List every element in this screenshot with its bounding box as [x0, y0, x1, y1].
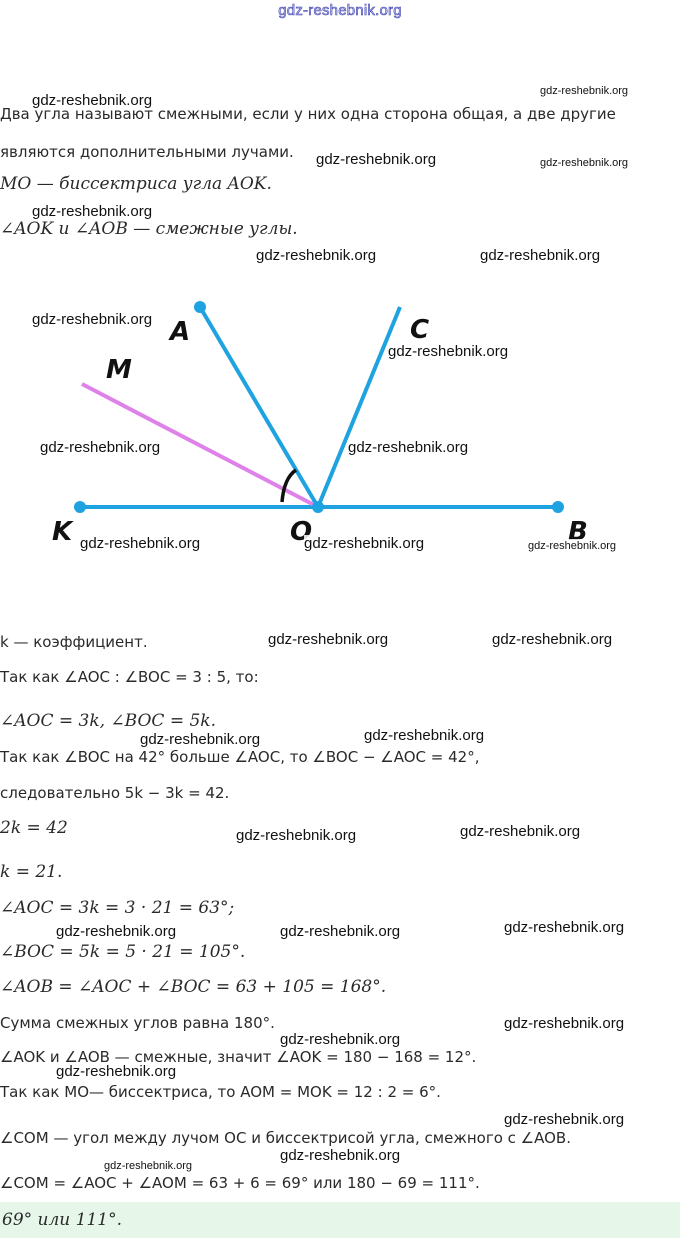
- label-M: M: [106, 355, 132, 385]
- watermark: gdz-reshebnik.org: [388, 343, 509, 361]
- watermark: gdz-reshebnik.org: [32, 203, 153, 221]
- watermark: gdz-reshebnik.org: [504, 1015, 625, 1033]
- label-K: K: [52, 517, 74, 547]
- solution-line-12: ∠AOK и ∠AOB — смежные, значит ∠AOK = 180…: [0, 1048, 477, 1066]
- angle-diagram: A C M K O B: [52, 301, 588, 547]
- watermark: gdz-reshebnik.org: [40, 439, 161, 457]
- angle-arc: [280, 468, 298, 503]
- bisector-statement: MO — биссектриса угла AOK.: [0, 174, 272, 194]
- label-C: C: [410, 315, 429, 345]
- answer-panel: 69° или 111°.: [0, 1202, 680, 1238]
- watermark: gdz-reshebnik.org: [316, 151, 437, 169]
- ray-OC: [316, 306, 402, 508]
- watermark: gdz-reshebnik.org: [280, 923, 401, 941]
- point-K: [74, 501, 86, 513]
- watermark: gdz-reshebnik.org: [540, 84, 629, 98]
- solution-line-7: k = 21.: [0, 862, 63, 882]
- definition-line-1: Два угла называют смежными, если у них о…: [0, 105, 616, 123]
- solution-line-9: ∠BOC = 5k = 5 · 21 = 105°.: [0, 942, 246, 962]
- solution-line-5: следовательно 5k − 3k = 42.: [0, 784, 230, 802]
- watermark: gdz-reshebnik.org: [32, 311, 153, 329]
- answer-text: 69° или 111°.: [2, 1210, 123, 1230]
- watermark: gdz-reshebnik.org: [304, 535, 425, 553]
- solution-line-10: ∠AOB = ∠AOC + ∠BOC = 63 + 105 = 168°.: [0, 977, 387, 997]
- watermark: gdz-reshebnik.org: [32, 92, 153, 110]
- watermark: gdz-reshebnik.org: [56, 923, 177, 941]
- watermark: gdz-reshebnik.org: [504, 1111, 625, 1129]
- watermark: gdz-reshebnik.org: [460, 823, 581, 841]
- site-header[interactable]: gdz-reshebnik.org: [278, 2, 402, 20]
- label-A: A: [168, 317, 190, 347]
- watermark: gdz-reshebnik.org: [80, 535, 201, 553]
- watermark: gdz-reshebnik.org: [528, 539, 617, 553]
- solution-line-1: k — коэффициент.: [0, 633, 148, 651]
- definition-line-2: являются дополнительными лучами.: [0, 143, 294, 161]
- watermark: gdz-reshebnik.org: [280, 1147, 401, 1165]
- watermark: gdz-reshebnik.org: [236, 827, 357, 845]
- solution-line-2: Так как ∠AOC : ∠BOC = 3 : 5, то:: [0, 668, 259, 686]
- watermark: gdz-reshebnik.org: [140, 731, 261, 749]
- point-A: [194, 301, 206, 313]
- watermark: gdz-reshebnik.org: [280, 1031, 401, 1049]
- solution-line-11: Сумма смежных углов равна 180°.: [0, 1014, 275, 1032]
- solution-line-8: ∠AOC = 3k = 3 · 21 = 63°;: [0, 898, 235, 918]
- solution-line-15: ∠COM = ∠AOC + ∠AOM = 63 + 6 = 69° или 18…: [0, 1174, 480, 1192]
- watermark: gdz-reshebnik.org: [540, 156, 629, 170]
- point-B: [552, 501, 564, 513]
- solution-line-14: ∠COM — угол между лучом OC и биссектрисо…: [0, 1129, 571, 1147]
- solution-line-4: Так как ∠BOC на 42° больше ∠AOC, то ∠BOC…: [0, 748, 480, 766]
- bisector-OM: [81, 382, 319, 509]
- solution-line-6: 2k = 42: [0, 818, 68, 838]
- watermark: gdz-reshebnik.org: [504, 919, 625, 937]
- watermark: gdz-reshebnik.org: [364, 727, 485, 745]
- ray-OA: [198, 305, 320, 509]
- solution-line-13: Так как MO— биссектриса, то AOM = MOK = …: [0, 1083, 441, 1101]
- watermark: gdz-reshebnik.org: [492, 631, 613, 649]
- watermark: gdz-reshebnik.org: [104, 1159, 193, 1173]
- adjacent-angles-statement: ∠AOK и ∠AOB — смежные углы.: [0, 219, 298, 239]
- point-O: [312, 501, 324, 513]
- watermark: gdz-reshebnik.org: [348, 439, 469, 457]
- solution-line-3: ∠AOC = 3k, ∠BOC = 5k.: [0, 711, 217, 731]
- watermark: gdz-reshebnik.org: [268, 631, 389, 649]
- watermark: gdz-reshebnik.org: [256, 247, 377, 265]
- watermark: gdz-reshebnik.org: [480, 247, 601, 265]
- watermark: gdz-reshebnik.org: [56, 1063, 177, 1081]
